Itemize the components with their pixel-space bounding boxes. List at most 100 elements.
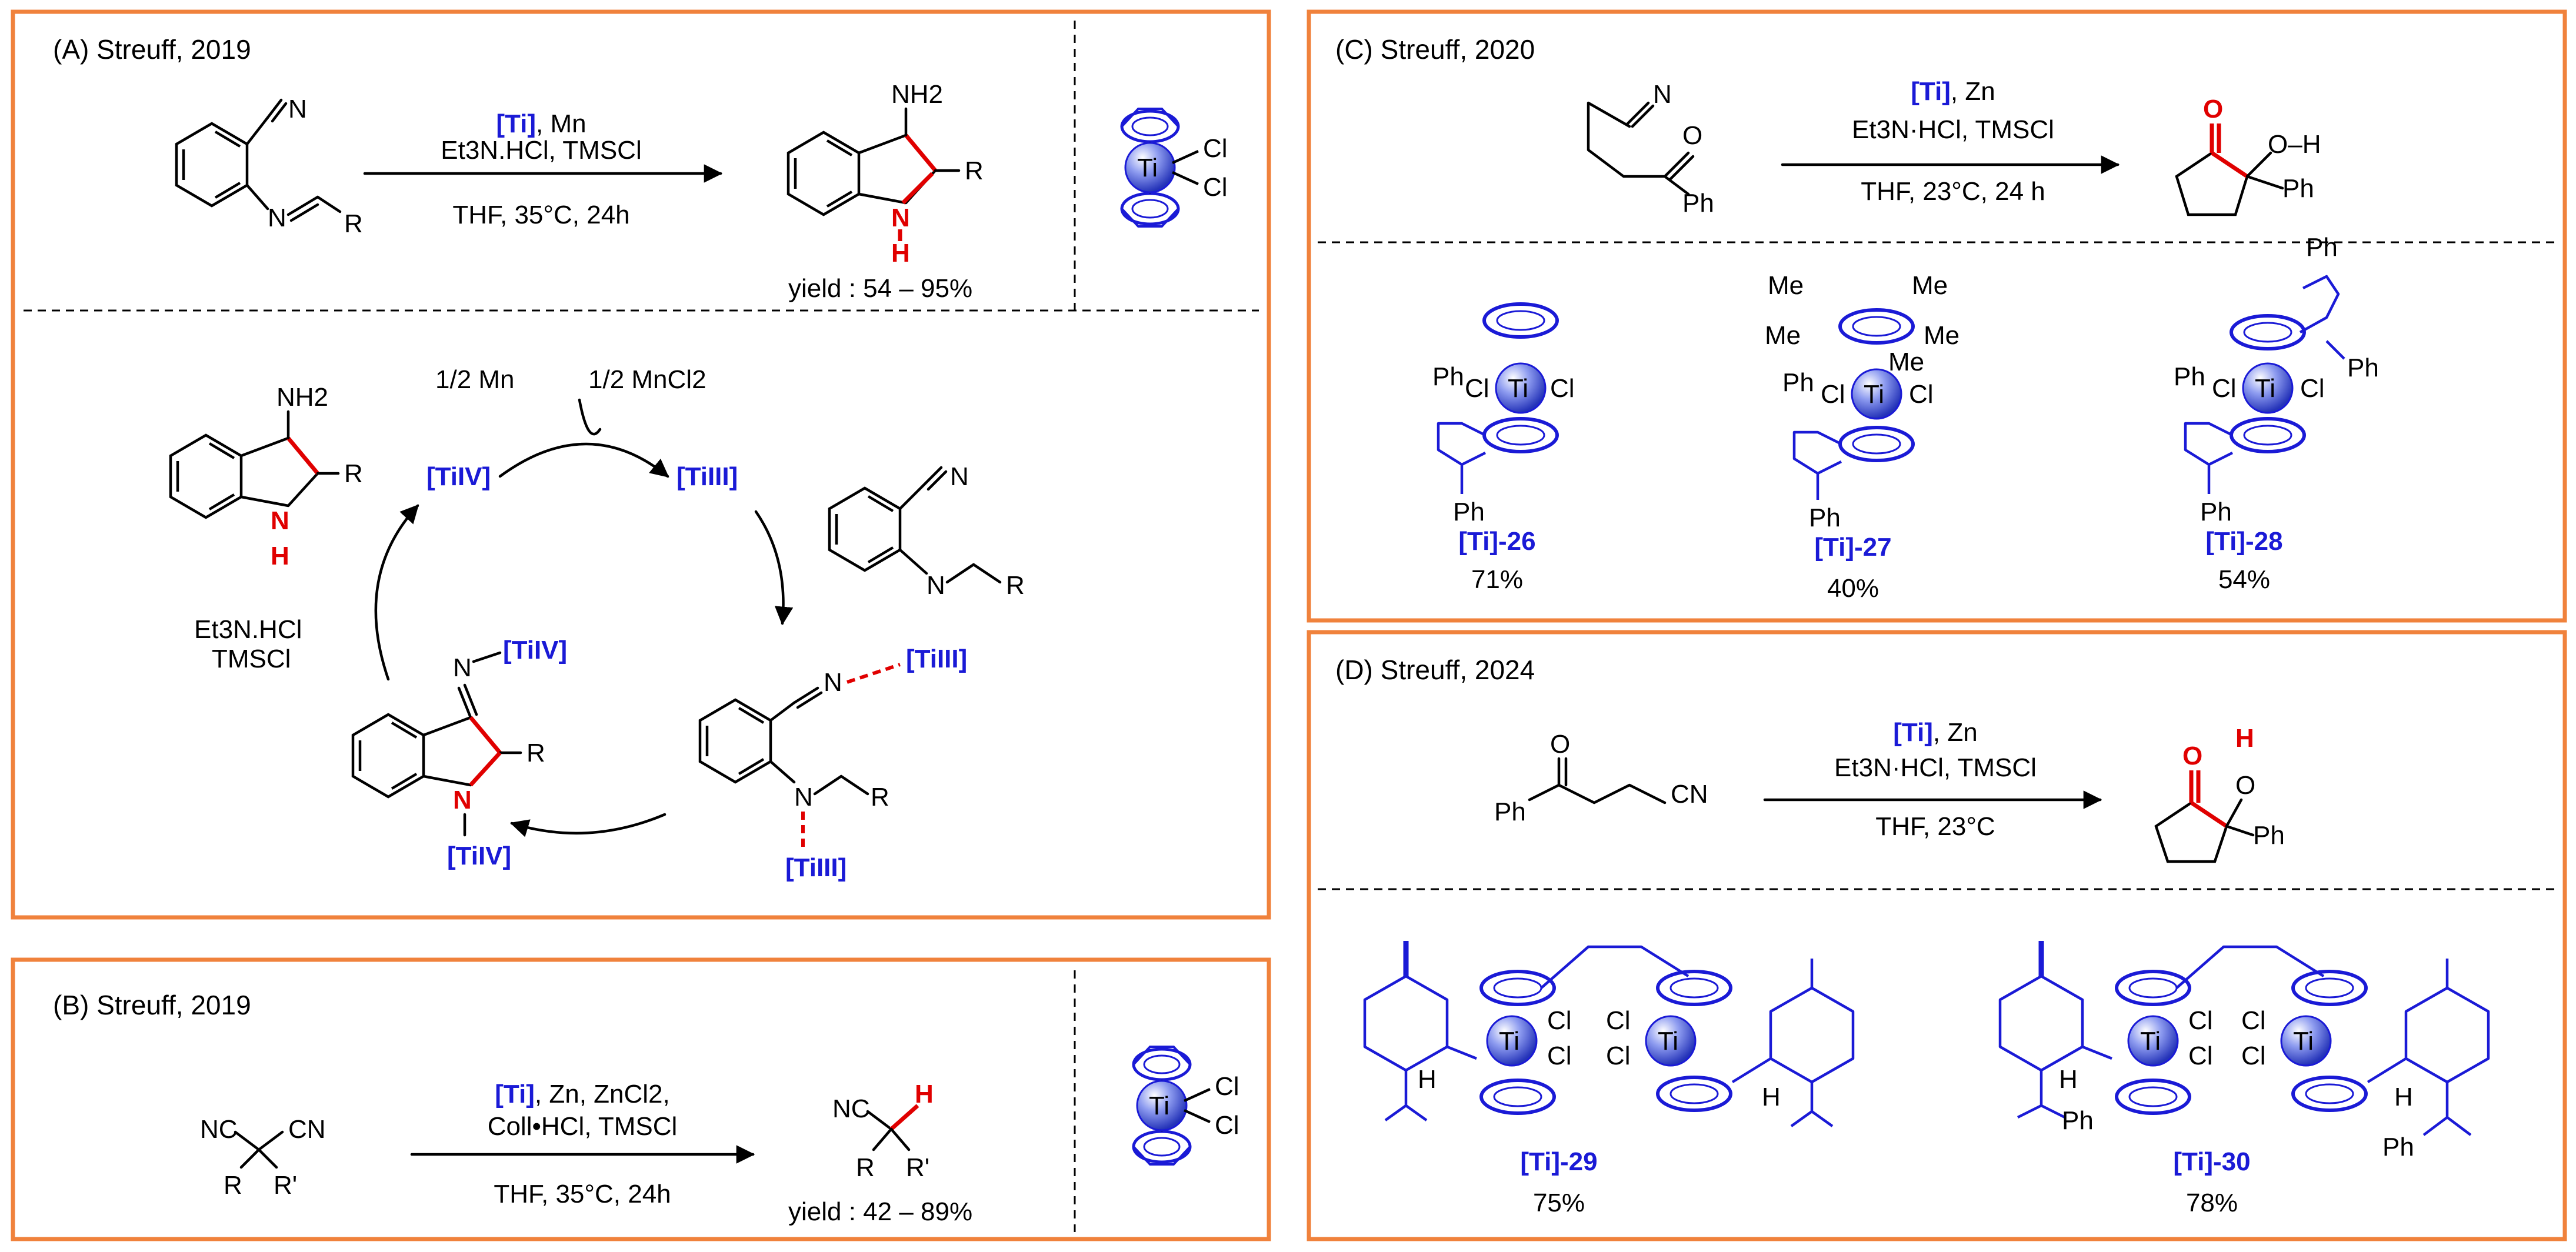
svg-text:O: O — [1550, 730, 1570, 759]
panel-c-conditions-reagents: Et3N·HCl, TMSCl — [1852, 115, 2054, 144]
panel-d-conditions-catalyst: [Ti], Zn — [1893, 718, 1977, 747]
svg-text:Ti: Ti — [1508, 374, 1528, 403]
svg-text:R: R — [1006, 571, 1025, 600]
svg-text:O–H: O–H — [2268, 130, 2321, 159]
svg-text:N: N — [891, 203, 910, 232]
svg-text:N: N — [288, 95, 307, 123]
catalyst-ti-27-yield: 40% — [1827, 574, 1879, 603]
cycle-reductant: 1/2 Mn — [435, 365, 515, 394]
svg-text:N: N — [1653, 80, 1672, 109]
svg-text:Cl: Cl — [1550, 374, 1575, 403]
panel-b-yield: yield : 42 – 89% — [788, 1197, 972, 1226]
svg-text:Ph: Ph — [1494, 797, 1526, 826]
cycle-additive-2: TMSCl — [212, 645, 291, 673]
catalyst-ti-26-label: [Ti]-26 — [1458, 527, 1535, 556]
catalyst-ti-29: H Ti Cl Cl Ti Cl Cl H — [1363, 941, 1855, 1127]
panel-b-conditions-solvent: THF, 35°C, 24h — [494, 1180, 671, 1208]
panel-a-titanocene: Ti Cl Cl — [1122, 109, 1228, 226]
svg-text:R: R — [856, 1153, 875, 1182]
panel-c-product: O O–H Ph — [2175, 95, 2321, 216]
catalyst-ti-27-label: [Ti]-27 — [1814, 533, 1891, 562]
svg-text:Me: Me — [1888, 348, 1924, 376]
svg-text:H: H — [1762, 1083, 1781, 1111]
svg-text:R: R — [344, 459, 363, 488]
cycle-arrow-top — [498, 442, 669, 478]
svg-text:N: N — [824, 668, 842, 697]
svg-text:Cl: Cl — [1606, 1041, 1631, 1070]
panel-b-conditions-catalyst: [Ti], Zn, ZnCl2, — [495, 1080, 669, 1109]
svg-text:H: H — [2235, 724, 2254, 753]
svg-text:[TiIV]: [TiIV] — [503, 636, 567, 665]
svg-text:Cl: Cl — [2300, 374, 2325, 403]
svg-text:Ph: Ph — [2200, 498, 2232, 526]
panel-a-product: NH2 R N H — [788, 80, 984, 268]
svg-text:N: N — [950, 462, 969, 491]
panel-a-conditions-solvent: THF, 35°C, 24h — [452, 201, 629, 229]
svg-text:NC: NC — [200, 1115, 238, 1144]
svg-text:Ph: Ph — [1453, 498, 1485, 526]
svg-text:H: H — [1418, 1065, 1437, 1094]
svg-text:Ph: Ph — [2347, 353, 2379, 382]
panel-d-product: O O H Ph — [2154, 724, 2285, 863]
panel-c-box — [1307, 9, 2567, 623]
catalyst-ti-29-yield: 75% — [1533, 1188, 1585, 1217]
panel-b-product: NC H R R' — [832, 1080, 934, 1182]
cycle-indole-product: NH2 R N H — [171, 383, 363, 570]
svg-text:N: N — [927, 571, 945, 600]
svg-text:Cl: Cl — [2188, 1006, 2213, 1035]
svg-text:Ti: Ti — [2255, 374, 2275, 403]
svg-text:Cl: Cl — [1821, 380, 1845, 409]
panel-c-header: (C) Streuff, 2020 — [1335, 34, 1535, 65]
svg-text:H: H — [915, 1080, 934, 1109]
svg-text:H: H — [271, 542, 289, 570]
svg-text:NH2: NH2 — [891, 80, 943, 109]
svg-text:NH2: NH2 — [276, 383, 328, 412]
catalyst-ti-30-yield: 78% — [2186, 1188, 2238, 1217]
svg-text:Ph: Ph — [2062, 1106, 2094, 1135]
panel-a-substrate: N N R — [176, 95, 363, 238]
panel-b-conditions-reagents: Coll•HCl, TMSCl — [488, 1112, 678, 1141]
panel-d-substrate: Ph O CN — [1494, 730, 1708, 826]
panel-b-box — [11, 957, 1271, 1241]
svg-text:Cl: Cl — [2212, 374, 2237, 403]
svg-text:O: O — [1682, 121, 1702, 150]
svg-text:Ti: Ti — [1149, 1091, 1169, 1120]
svg-text:H: H — [2394, 1083, 2413, 1111]
svg-text:[TiIII]: [TiIII] — [906, 645, 967, 673]
svg-text:Ph: Ph — [2382, 1133, 2414, 1161]
cycle-substrate: N N R — [829, 462, 1025, 600]
catalyst-ti-28-yield: 54% — [2218, 565, 2270, 594]
cycle-mn-arrow — [578, 398, 602, 436]
svg-text:R: R — [871, 783, 889, 812]
panel-b-header: (B) Streuff, 2019 — [53, 990, 251, 1020]
catalyst-ti-28-label: [Ti]-28 — [2205, 527, 2282, 556]
svg-text:Cl: Cl — [1215, 1072, 1239, 1101]
svg-text:N: N — [794, 783, 813, 812]
svg-text:Ti: Ti — [1137, 153, 1158, 182]
svg-text:R': R' — [906, 1153, 929, 1182]
svg-text:Cl: Cl — [1465, 374, 1489, 403]
panel-a-header: (A) Streuff, 2019 — [53, 34, 251, 65]
svg-text:O: O — [2235, 771, 2255, 800]
panel-d-conditions-reagents: Et3N·HCl, TMSCl — [1834, 753, 2037, 782]
cycle-cyclized-intermediate: N [TiIV] R N [TiIV] — [353, 636, 567, 870]
panel-a-conditions-reagents: Et3N.HCl, TMSCl — [441, 136, 641, 165]
panel-c-conditions-solvent: THF, 23°C, 24 h — [1861, 177, 2045, 206]
svg-text:N: N — [271, 506, 289, 535]
cycle-additive-1: Et3N.HCl — [194, 615, 302, 644]
svg-text:Cl: Cl — [1606, 1006, 1631, 1035]
svg-text:R: R — [965, 156, 984, 185]
panel-c-substrate: N O Ph — [1587, 80, 1714, 218]
svg-text:Ph: Ph — [2282, 174, 2314, 203]
svg-text:Me: Me — [1912, 271, 1948, 300]
cycle-arrow-left — [374, 504, 419, 681]
cycle-ti3-top: [TiIII] — [677, 462, 738, 491]
svg-text:R: R — [526, 739, 545, 767]
svg-text:Ti: Ti — [1499, 1027, 1519, 1056]
catalyst-ti-29-label: [Ti]-29 — [1520, 1147, 1597, 1176]
catalyst-ti-30: Ph H Ti Cl Cl Ti Cl Cl H Ph — [1998, 941, 2490, 1161]
svg-text:Ph: Ph — [2253, 821, 2285, 850]
panel-d-box — [1307, 630, 2567, 1241]
catalyst-ti-28: Ph Ph Ti Cl Cl Ph Ph — [2174, 233, 2379, 526]
